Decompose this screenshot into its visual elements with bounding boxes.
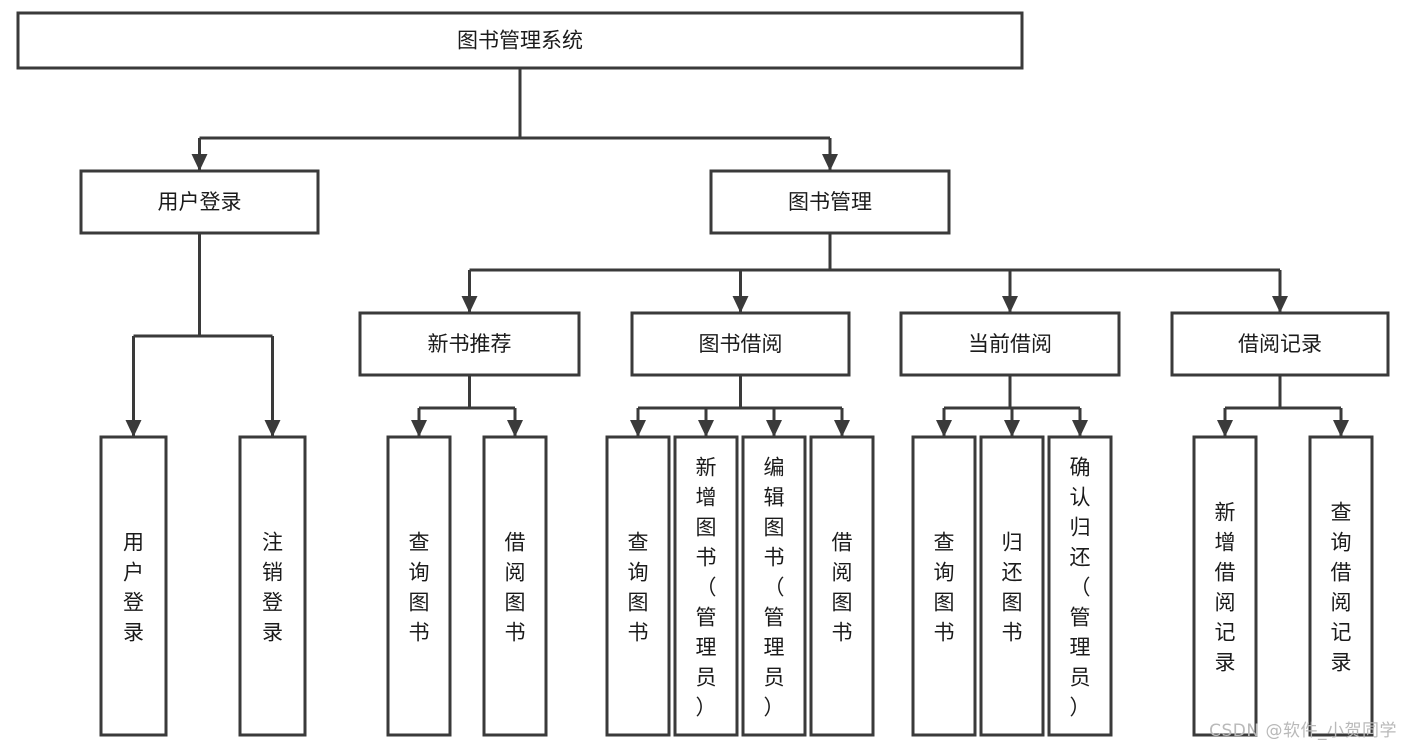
node-box-leaf-logout xyxy=(238,435,307,737)
arrow-head-icon-leaf-record-query xyxy=(1333,420,1349,437)
node-box-leaf-borrow-add-book xyxy=(673,435,739,737)
node-borrow-records[interactable]: 借阅记录 xyxy=(1170,311,1390,377)
node-label-leaf-borrow-borrow-book: 借阅图书 xyxy=(832,530,853,644)
arrow-head-icon-book-borrow xyxy=(732,296,749,313)
node-user-login[interactable]: 用户登录 xyxy=(79,169,320,235)
node-book-manage[interactable]: 图书管理 xyxy=(709,169,951,235)
node-box-leaf-borrow-edit-book xyxy=(741,435,807,737)
node-label-leaf-borrow-edit-book: 编辑图书（管理员） xyxy=(764,455,785,719)
node-label-root: 图书管理系统 xyxy=(457,29,583,53)
arrow-head-icon-borrow-records xyxy=(1272,296,1288,313)
node-label-leaf-logout: 注销登录 xyxy=(262,530,283,644)
arrow-head-icon-user-login xyxy=(191,154,208,171)
node-label-leaf-rec-borrow-book: 借阅图书 xyxy=(505,530,526,644)
node-leaf-current-query-book[interactable]: 查询图书 xyxy=(911,435,977,737)
node-leaf-rec-borrow-book[interactable]: 借阅图书 xyxy=(482,435,548,737)
arrow-head-icon-leaf-borrow-edit-book xyxy=(766,420,782,437)
arrow-head-icon-leaf-rec-borrow-book xyxy=(507,420,523,437)
node-box-book-borrow xyxy=(630,311,851,377)
node-book-borrow[interactable]: 图书借阅 xyxy=(630,311,851,377)
node-label-book-manage: 图书管理 xyxy=(788,190,872,214)
node-label-book-borrow: 图书借阅 xyxy=(699,332,783,356)
node-label-leaf-record-query: 查询借阅记录 xyxy=(1331,500,1352,674)
node-label-leaf-record-add: 新增借阅记录 xyxy=(1215,500,1236,674)
arrow-head-icon-leaf-record-add xyxy=(1217,420,1233,437)
node-label-new-book-rec: 新书推荐 xyxy=(428,332,512,356)
arrow-head-icon-leaf-current-query-book xyxy=(936,420,952,437)
node-box-leaf-current-query-book xyxy=(911,435,977,737)
node-box-leaf-current-return-book xyxy=(979,435,1045,737)
node-leaf-borrow-query-book[interactable]: 查询图书 xyxy=(605,435,671,737)
node-leaf-current-confirm-return[interactable]: 确认归还（管理员） xyxy=(1047,435,1113,737)
node-leaf-record-query[interactable]: 查询借阅记录 xyxy=(1308,435,1374,737)
node-box-root xyxy=(16,11,1024,70)
arrow-head-icon-book-manage xyxy=(822,154,838,171)
node-box-leaf-record-query xyxy=(1308,435,1374,737)
node-label-leaf-user-login: 用户登录 xyxy=(123,530,144,644)
node-leaf-current-return-book[interactable]: 归还图书 xyxy=(979,435,1045,737)
arrow-head-icon-leaf-user-login xyxy=(125,420,142,437)
node-label-leaf-borrow-query-book: 查询图书 xyxy=(628,530,649,644)
node-label-borrow-records: 借阅记录 xyxy=(1238,332,1322,356)
node-box-leaf-rec-query-book xyxy=(386,435,452,737)
node-root[interactable]: 图书管理系统 xyxy=(16,11,1024,70)
node-label-leaf-borrow-add-book: 新增图书（管理员） xyxy=(696,455,717,719)
node-box-leaf-rec-borrow-book xyxy=(482,435,548,737)
node-label-leaf-current-confirm-return: 确认归还（管理员） xyxy=(1070,455,1091,719)
node-label-leaf-rec-query-book: 查询图书 xyxy=(409,530,430,644)
arrow-head-icon-current-borrow xyxy=(1002,296,1018,313)
node-leaf-borrow-borrow-book[interactable]: 借阅图书 xyxy=(809,435,875,737)
node-box-leaf-user-login xyxy=(99,435,168,737)
arrow-head-icon-leaf-current-confirm-return xyxy=(1072,420,1088,437)
node-box-book-manage xyxy=(709,169,951,235)
node-label-user-login: 用户登录 xyxy=(158,190,242,214)
node-new-book-rec[interactable]: 新书推荐 xyxy=(358,311,581,377)
node-box-current-borrow xyxy=(899,311,1121,377)
arrow-head-icon-leaf-current-return-book xyxy=(1004,420,1020,437)
node-current-borrow[interactable]: 当前借阅 xyxy=(899,311,1121,377)
node-leaf-user-login[interactable]: 用户登录 xyxy=(99,435,168,737)
node-label-leaf-current-return-book: 归还图书 xyxy=(1002,530,1023,644)
node-box-leaf-record-add xyxy=(1192,435,1258,737)
node-box-leaf-borrow-borrow-book xyxy=(809,435,875,737)
arrow-head-icon-leaf-borrow-borrow-book xyxy=(834,420,850,437)
node-box-leaf-borrow-query-book xyxy=(605,435,671,737)
node-box-borrow-records xyxy=(1170,311,1390,377)
node-label-current-borrow: 当前借阅 xyxy=(968,332,1052,356)
arrow-head-icon-leaf-logout xyxy=(264,420,281,437)
node-leaf-borrow-edit-book[interactable]: 编辑图书（管理员） xyxy=(741,435,807,737)
node-leaf-rec-query-book[interactable]: 查询图书 xyxy=(386,435,452,737)
node-leaf-logout[interactable]: 注销登录 xyxy=(238,435,307,737)
arrow-head-icon-new-book-rec xyxy=(461,296,478,313)
arrow-head-icon-leaf-borrow-query-book xyxy=(630,420,646,437)
node-leaf-record-add[interactable]: 新增借阅记录 xyxy=(1192,435,1258,737)
node-label-leaf-current-query-book: 查询图书 xyxy=(934,530,955,644)
node-box-leaf-current-confirm-return xyxy=(1047,435,1113,737)
arrow-head-icon-leaf-borrow-add-book xyxy=(698,420,714,437)
node-leaf-borrow-add-book[interactable]: 新增图书（管理员） xyxy=(673,435,739,737)
arrow-head-icon-leaf-rec-query-book xyxy=(411,420,427,437)
